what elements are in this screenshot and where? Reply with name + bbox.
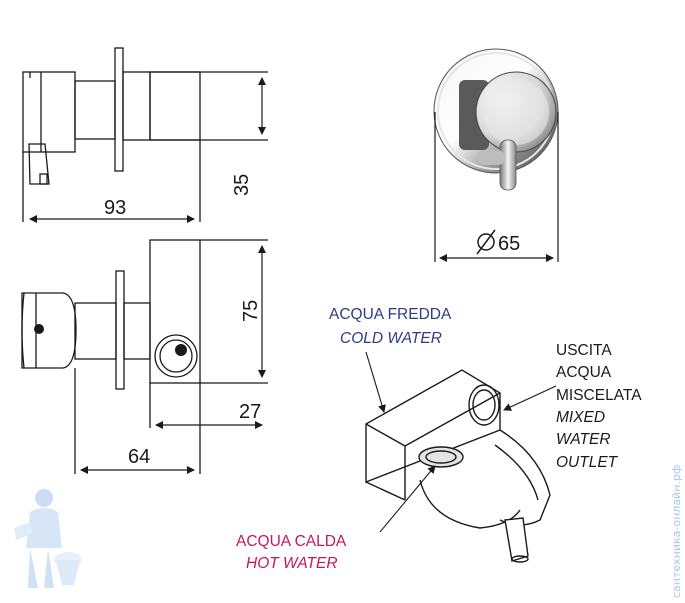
dim-label-35: 35 <box>231 174 253 196</box>
dim-label-93: 93 <box>104 197 126 219</box>
cold-water-label-en: COLD WATER <box>340 330 442 347</box>
hot-water-label-it: ACQUA CALDA <box>236 533 347 550</box>
outlet-label-en-0: MIXED <box>556 409 605 426</box>
cartridge-screw-icon <box>34 324 44 334</box>
plumber-mascot-icon <box>14 489 82 588</box>
isometric-view <box>365 369 551 563</box>
cold-water-label-it: ACQUA FREDDA <box>329 306 452 323</box>
dim-label-64: 64 <box>128 446 150 468</box>
dim-label-27: 27 <box>239 401 261 423</box>
outlet-label-it-0: USCITA <box>556 342 612 359</box>
side-view-top <box>22 47 268 222</box>
hot-outlet-hole <box>175 344 187 356</box>
hot-water-label-en: HOT WATER <box>246 555 338 572</box>
leader-lines <box>365 351 557 533</box>
outlet-label-it-2: MISCELATA <box>556 387 642 404</box>
dim-label-65: 65 <box>498 233 520 255</box>
outlet-label-en-1: WATER <box>556 431 611 448</box>
site-watermark: сантехника-онлайн.рф <box>670 465 683 598</box>
diameter-symbol-icon <box>476 229 496 255</box>
side-view-bottom <box>21 239 268 474</box>
front-view-dimension <box>434 112 559 262</box>
dim-label-75: 75 <box>240 300 262 322</box>
front-view-photo <box>433 48 559 191</box>
outlet-label-it-1: ACQUA <box>556 364 612 381</box>
outlet-label-en-2: OUTLET <box>556 454 619 471</box>
